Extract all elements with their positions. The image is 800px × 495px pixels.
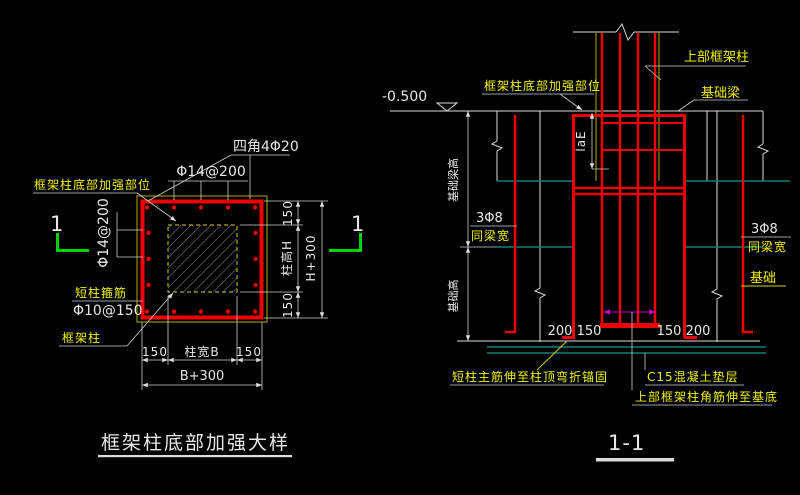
- section-title-underline: [596, 458, 674, 462]
- reinforcement-bars: [505, 33, 753, 339]
- top-stirrup-leader: [168, 180, 248, 200]
- bottom-dim-extensions: [141, 296, 263, 390]
- section-1-1-drawing: -0.500 laE 基础梁高 基础高 框架柱底部加强部位 上部框架柱 基: [382, 22, 791, 462]
- corner-bars-note: 上部框架柱角筋伸至基底: [635, 389, 778, 404]
- short-column-note-leader: [536, 340, 568, 371]
- corner-bars-label: 四角4Φ20: [233, 139, 299, 155]
- upper-column-outline: [595, 32, 660, 181]
- section-marker-left: 1: [50, 212, 64, 236]
- left-stirrup-leader: [116, 212, 143, 258]
- frame-column-label: 框架柱: [62, 330, 101, 345]
- plan-title: 框架柱底部加强大样: [101, 432, 290, 454]
- dim-beam-height: 基础梁高: [446, 158, 460, 202]
- dim-column-h: 柱高H: [279, 240, 294, 276]
- short-column-anchorage-note: 短柱主筋伸至柱顶弯折锚固: [452, 369, 608, 384]
- dim-150-right: 150: [657, 324, 682, 339]
- dim-foundation-height: 基础高: [446, 280, 460, 313]
- dim-column-b: 柱宽B: [184, 344, 219, 359]
- dim-h300: H+300: [304, 235, 318, 282]
- beam-bars-right-note: 同梁宽: [748, 239, 787, 254]
- section-cut-left: [56, 233, 89, 252]
- cage-outline: [136, 195, 268, 323]
- section-cut-right: [329, 233, 362, 252]
- level-label: -0.500: [382, 89, 427, 105]
- dim-150-top: 150: [281, 200, 295, 226]
- left-dim-line: [460, 111, 497, 341]
- upper-column-label: 上部框架柱: [684, 50, 749, 65]
- section-marker-right: 1: [351, 212, 365, 236]
- dim-150-left: 150: [142, 345, 168, 359]
- short-column-stirrup-spec: Φ10@150: [73, 303, 143, 319]
- strengthen-zone-leader: [33, 192, 177, 222]
- foundation-beam-label: 基础梁: [701, 86, 740, 101]
- short-column-stirrup-label: 短柱箍筋: [75, 285, 127, 300]
- top-stirrup-label: Φ14@200: [176, 164, 246, 180]
- dim-150-bottom: 150: [281, 292, 295, 318]
- plan-detail-drawing: 四角4Φ20 Φ14@200 Φ14@200 框架柱底部加强部位 短柱箍: [33, 139, 365, 458]
- foundation-beam-leader: [677, 99, 748, 112]
- stirrup-cage: [140, 199, 264, 320]
- strengthen-zone-label: 框架柱底部加强部位: [34, 177, 151, 192]
- dim-b300: B+300: [180, 369, 225, 384]
- anchorage-dim: [589, 113, 609, 170]
- bottom-dim-lines: [142, 357, 262, 388]
- right-dim-extensions: [240, 200, 328, 319]
- strengthen-zone-label-section: 框架柱底部加强部位: [484, 78, 601, 93]
- rebar-dots: [144, 205, 258, 314]
- cushion-note-leader: [644, 353, 744, 386]
- dim-150-right: 150: [236, 345, 262, 359]
- upper-column-leader: [644, 65, 746, 81]
- dim-200-left: 200: [548, 324, 573, 339]
- ground-lines: [487, 180, 790, 354]
- beam-bars-right-label: 3Φ8: [751, 222, 778, 237]
- foundation-label: 基础: [750, 271, 776, 286]
- right-dim-lines: [295, 201, 325, 318]
- anchorage-length-label: laE: [574, 130, 588, 151]
- frame-column-leader: [59, 292, 174, 347]
- dim-150-left: 150: [577, 324, 602, 339]
- dim-200-right: 200: [686, 324, 711, 339]
- cushion-note: C15混凝土垫层: [647, 369, 739, 384]
- strengthen-zone-leader-section: [482, 93, 594, 111]
- structure-lines: [390, 22, 770, 342]
- section-title: 1-1: [608, 431, 645, 455]
- left-stirrup-label: Φ14@200: [96, 198, 112, 268]
- column-hatch: [167, 224, 238, 293]
- plan-title-underline: [98, 455, 292, 458]
- beam-bars-left-note: 同梁宽: [471, 228, 510, 243]
- corner-bars-leader: [147, 154, 290, 202]
- beam-bars-left-label: 3Φ8: [476, 211, 503, 226]
